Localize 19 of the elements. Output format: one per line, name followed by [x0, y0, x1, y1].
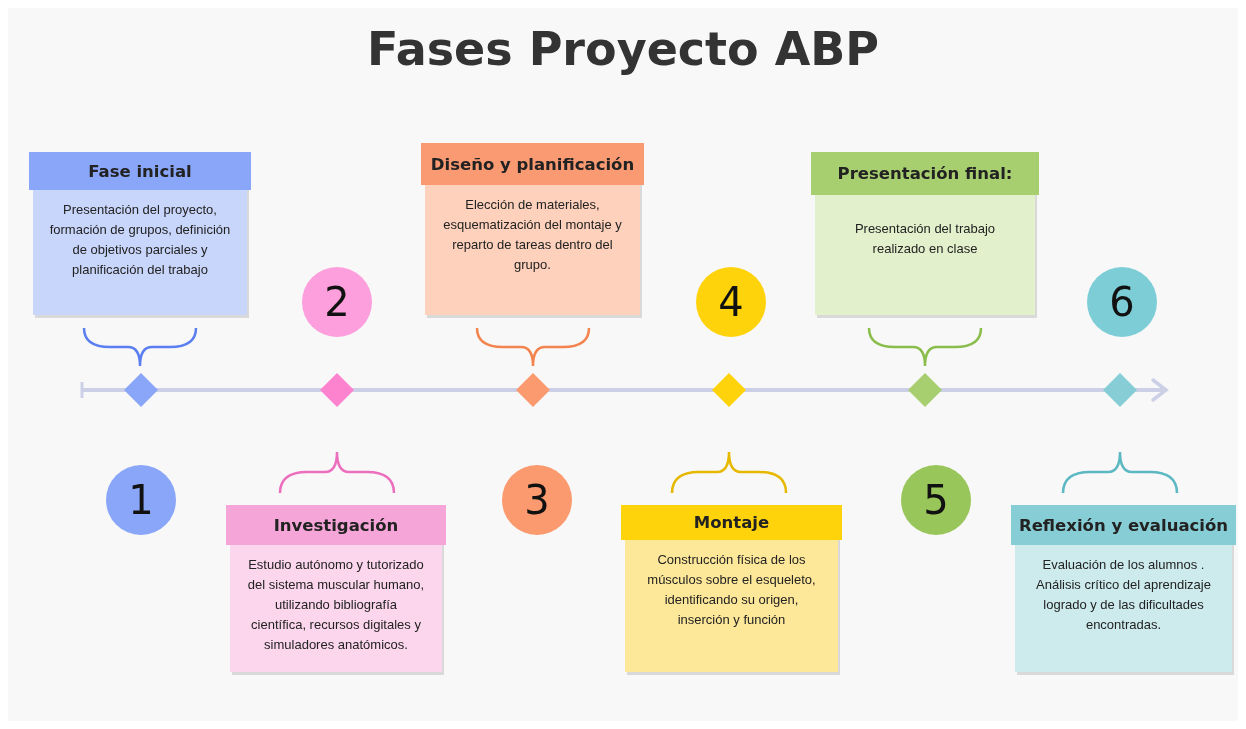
- title: Fases Proyecto ABP: [365, 22, 881, 76]
- note-heading: Reflexión y evaluación: [1011, 505, 1236, 545]
- timeline-diamond: [711, 372, 747, 408]
- note-text: Construcción física de los músculos sobre el esqueleto, identificando su origen, inserción y función: [646, 551, 817, 629]
- note-heading: Presentación final:: [811, 152, 1039, 195]
- timeline-diamond: [123, 372, 159, 408]
- note-heading: Diseño y planificación: [421, 143, 644, 185]
- timeline-diamond: [319, 372, 355, 408]
- note-heading: Investigación: [226, 505, 446, 545]
- timeline-diamond: [1102, 372, 1138, 408]
- note-text: Estudio autónomo y tutorizado del sistema muscular humano, utilizando bibliografía científica, recursos digitales y simuladores anatómicos.: [246, 556, 426, 654]
- note-text: Presentación del proyecto, formación de grupos, definición de objetivos parciales y planificación del trabajo: [48, 201, 232, 279]
- note-text: Evaluación de los alumnos . Análisis crítico del aprendizaje logrado y de las dificultades encontradas.: [1035, 556, 1212, 634]
- note-heading: Fase inicial: [29, 152, 251, 190]
- note-text: Elección de materiales, esquematización del montaje y reparto de tareas dentro del grupo.: [442, 196, 623, 274]
- note-text: Presentación del trabajo realizado en clase: [853, 220, 997, 258]
- timeline-diamond: [907, 372, 943, 408]
- note-heading: Montaje: [621, 505, 842, 540]
- timeline-diamond: [515, 372, 551, 408]
